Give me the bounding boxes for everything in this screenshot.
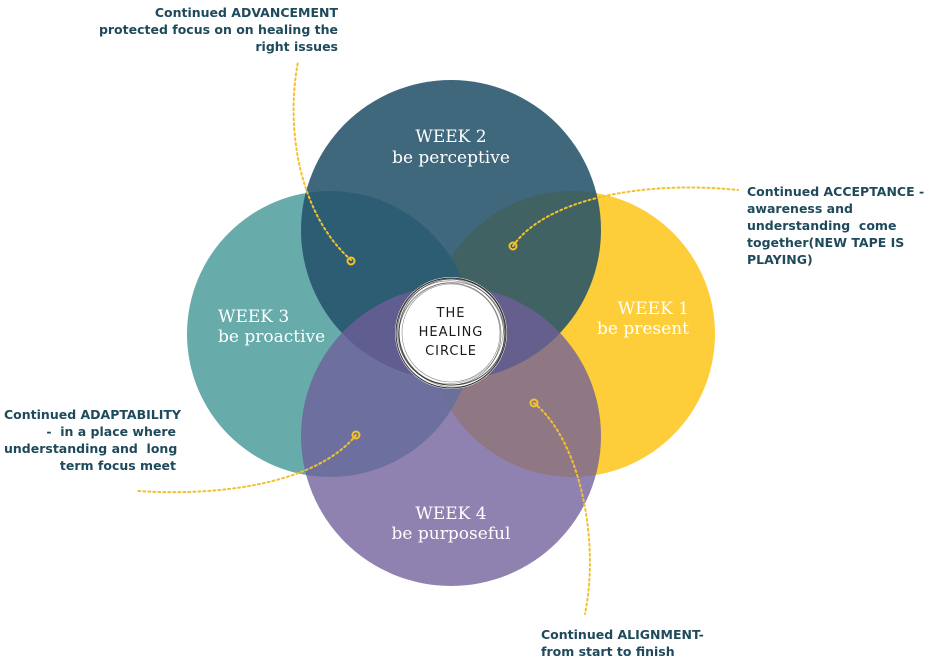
acceptance-line1: Continued ACCEPTANCE - [747,184,925,199]
adaptability-line2: - in a place where [46,424,176,439]
acceptance-leader [512,186,739,247]
advancement-line3: right issues [255,39,338,54]
center-circle [395,277,507,389]
adaptability-line3: understanding and long [4,441,178,456]
week4-subtitle: be purposeful [392,524,511,544]
week2-title: WEEK 2 [415,127,486,147]
week1-subtitle: be present [597,319,689,339]
alignment-line2: from start to finish [541,644,675,659]
week3-title: WEEK 3 [218,307,289,327]
week4-circle [301,286,601,586]
center-title-line2: HEALING [419,325,484,340]
adaptability-marker [351,430,361,440]
alignment-line1: Continued ALIGNMENT- [541,627,704,642]
week1-title: WEEK 1 [618,299,689,319]
advancement-line1: Continued ADVANCEMENT [154,5,338,20]
adaptability-callout: Continued ADAPTABILITY - in a place wher… [4,406,181,474]
adaptability-line1: Continued ADAPTABILITY [4,407,181,422]
adaptability-line4: term focus meet [59,458,176,473]
center-title-line3: CIRCLE [425,344,477,359]
week2-circle [301,80,601,380]
acceptance-line2: awareness and [747,201,853,216]
alignment-marker [529,398,539,408]
week2-subtitle: be perceptive [392,148,510,168]
advancement-callout: Continued ADVANCEMENT protected focus on… [90,4,338,55]
week4-title: WEEK 4 [415,504,486,524]
acceptance-callout: Continued ACCEPTANCE - awareness and und… [747,183,925,268]
advancement-line2: protected focus on on healing the [98,22,338,37]
week3-subtitle: be proactive [218,327,325,347]
center-title-line1: THE [436,306,466,321]
acceptance-line3: understanding come [747,218,897,233]
alignment-leader [533,402,591,615]
acceptance-marker [508,241,518,251]
advancement-marker [346,256,356,266]
acceptance-line4: together(NEW TAPE IS [747,235,905,250]
alignment-callout: Continued ALIGNMENT- from start to finis… [541,626,741,660]
acceptance-line5: PLAYING) [747,252,813,267]
advancement-leader [292,61,352,261]
adaptability-leader [137,434,357,494]
